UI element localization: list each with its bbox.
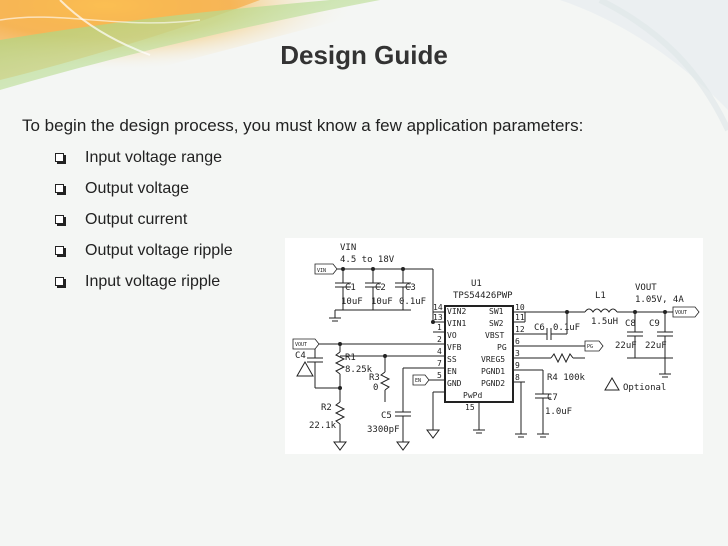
c3-label: C3 — [405, 283, 416, 293]
pin-right-number: 6 — [515, 337, 520, 346]
pin-right-number: 8 — [515, 373, 520, 382]
pin-left-label: VO — [447, 331, 457, 340]
pin-left-number: 1 — [437, 323, 442, 332]
bullet-box-icon — [55, 153, 64, 162]
optional-label: Optional — [623, 383, 666, 393]
r1-label: R1 — [345, 353, 356, 363]
pin-left-number: 4 — [437, 347, 442, 356]
list-item: Input voltage range — [55, 147, 233, 178]
pin-right-label: VREG5 — [481, 355, 505, 364]
c5-label: C5 — [381, 411, 392, 421]
c9-label: C9 — [649, 319, 660, 329]
c6-value: 0.1uF — [553, 323, 580, 333]
list-item: Output current — [55, 209, 233, 240]
pin-right-number: 3 — [515, 349, 520, 358]
pin-right-number: 12 — [515, 325, 525, 334]
vout-label: VOUT — [635, 283, 657, 293]
r4-label: R4 100k — [547, 373, 586, 383]
pin-right-label: VBST — [485, 331, 504, 340]
pg-tag: PG — [587, 344, 593, 350]
vin-label: VIN — [340, 243, 356, 253]
c2-value: 10uF — [371, 297, 393, 307]
r3-label: R3 — [369, 373, 380, 383]
pin-left-label: GND — [447, 379, 462, 388]
list-item-label: Output voltage ripple — [85, 242, 233, 259]
pin-left-number: 2 — [437, 335, 442, 344]
r2-value: 22.1k — [309, 421, 337, 431]
pin-right-label: PGND1 — [481, 367, 505, 376]
c1-label: C1 — [345, 283, 356, 293]
pin-left-number: 14 — [433, 303, 443, 312]
circuit-schematic: VIN 4.5 to 18V VIN C1 10uF C2 10uF C3 0.… — [285, 238, 703, 454]
vout-tag: VOUT — [675, 310, 687, 316]
vin-tag: VIN — [317, 268, 326, 274]
pin-left-label: EN — [447, 367, 457, 376]
page-title: Design Guide — [280, 40, 448, 70]
l1-label: L1 — [595, 291, 606, 301]
intro-text: To begin the design process, you must kn… — [22, 116, 584, 135]
c1-value: 10uF — [341, 297, 363, 307]
pin-left-number: 7 — [437, 359, 442, 368]
pin-right-number: 11 — [515, 313, 525, 322]
vin-range: 4.5 to 18V — [340, 255, 395, 265]
list-item-label: Output current — [85, 211, 188, 228]
c5-value: 3300pF — [367, 425, 400, 435]
vout-value: 1.05V, 4A — [635, 295, 684, 305]
list-item-label: Input voltage range — [85, 149, 222, 166]
c7-label: C7 — [547, 393, 558, 403]
c9-value: 22uF — [645, 341, 667, 351]
bullet-box-icon — [55, 184, 64, 193]
r1-value: 8.25k — [345, 365, 373, 375]
list-item-label: Input voltage ripple — [85, 273, 221, 290]
u1-label: U1 — [471, 279, 482, 289]
pin-right-number: 9 — [515, 361, 520, 370]
list-item: Output voltage ripple — [55, 240, 233, 271]
l1-value: 1.5uH — [591, 317, 618, 327]
pin-left-label: SS — [447, 355, 457, 364]
list-item: Input voltage ripple — [55, 271, 233, 302]
parameter-list: Input voltage range Output voltage Outpu… — [55, 147, 233, 302]
list-item: Output voltage — [55, 178, 233, 209]
vout-tag-left: VOUT — [295, 342, 307, 348]
c6-label: C6 — [534, 323, 545, 333]
list-item-label: Output voltage — [85, 180, 190, 197]
c2-label: C2 — [375, 283, 386, 293]
c8-label: C8 — [625, 319, 636, 329]
pin-left-label: VIN2 — [447, 307, 466, 316]
bullet-box-icon — [55, 277, 64, 286]
r3-value: 0 — [373, 383, 378, 393]
pin-right-label: PG — [497, 343, 507, 352]
bullet-box-icon — [55, 246, 64, 255]
pin-right-label: SW2 — [489, 319, 504, 328]
r2-label: R2 — [321, 403, 332, 413]
pin-right-label: SW1 — [489, 307, 504, 316]
pin-left-label: VFB — [447, 343, 462, 352]
pwpd-label: PwPd — [463, 391, 482, 400]
bullet-box-icon — [55, 215, 64, 224]
part-number: TPS54426PWP — [453, 291, 513, 301]
c3-value: 0.1uF — [399, 297, 426, 307]
pin-left-label: VIN1 — [447, 319, 466, 328]
en-tag: EN — [415, 378, 421, 384]
pin-right-number: 10 — [515, 303, 525, 312]
pin-right-label: PGND2 — [481, 379, 505, 388]
c4-label: C4 — [295, 351, 306, 361]
c7-value: 1.0uF — [545, 407, 572, 417]
c8-value: 22uF — [615, 341, 637, 351]
pin-15: 15 — [465, 403, 475, 412]
pin-left-number: 13 — [433, 313, 443, 322]
pin-left-number: 5 — [437, 371, 442, 380]
